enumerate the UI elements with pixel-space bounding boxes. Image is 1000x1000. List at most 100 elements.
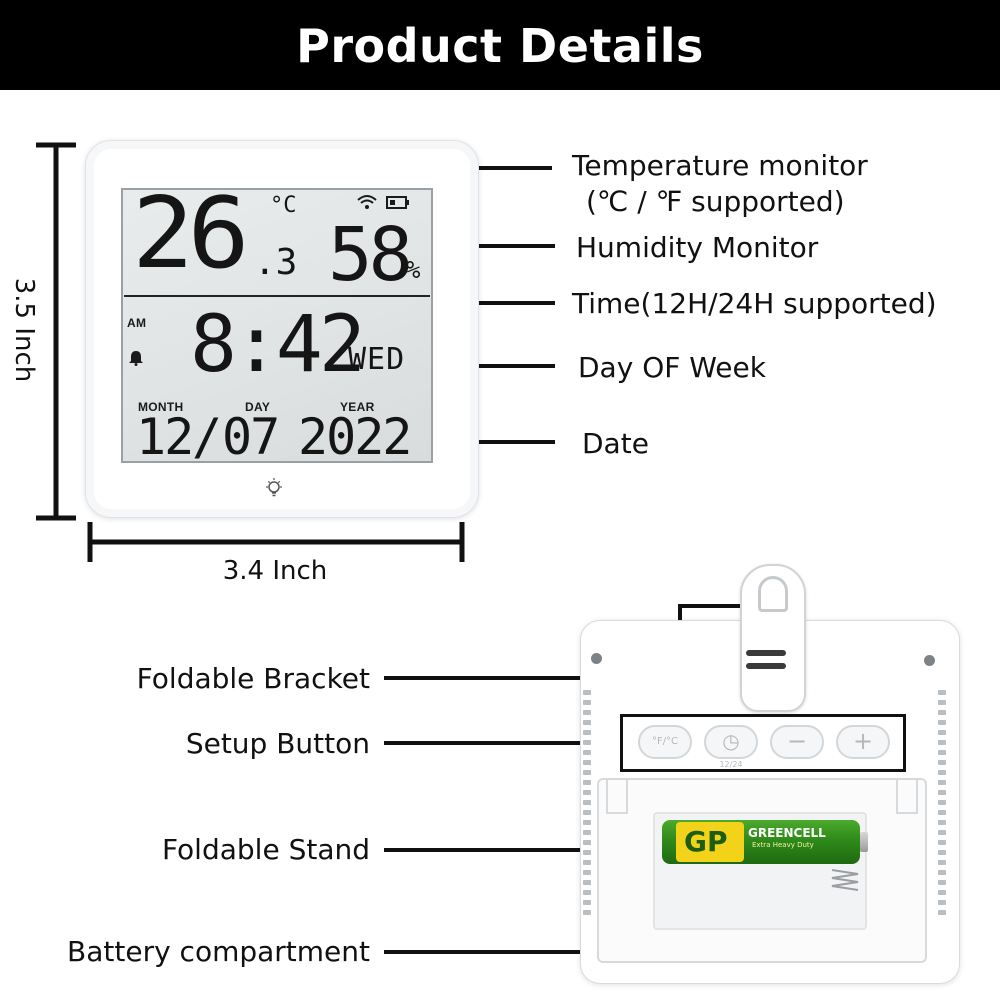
- vent-slot: [583, 720, 591, 725]
- header-banner: [0, 0, 1000, 90]
- vent-slot: [938, 740, 946, 745]
- date-separator: /: [192, 408, 223, 466]
- battery-label-band: [676, 822, 744, 862]
- page-title: Product Details: [296, 19, 704, 73]
- plus-button[interactable]: +: [836, 725, 890, 759]
- vent-slot: [938, 810, 946, 815]
- vent-slot: [938, 890, 946, 895]
- vent-slot: [938, 710, 946, 715]
- vent-slot: [583, 800, 591, 805]
- vent-slot: [938, 720, 946, 725]
- vent-slot: [938, 760, 946, 765]
- screw-hole-left: [591, 653, 602, 664]
- label-foldable-stand: Foldable Stand: [161, 833, 370, 866]
- side-vents-left: [583, 690, 591, 920]
- lcd-divider-top: [124, 295, 430, 297]
- vent-slot: [583, 820, 591, 825]
- vent-slot: [583, 900, 591, 905]
- date-month: 12: [136, 408, 194, 466]
- light-bulb-icon[interactable]: [262, 476, 286, 500]
- lcd-screen: [121, 188, 433, 463]
- minus-button[interactable]: −: [770, 725, 824, 759]
- bracket-slot-1: [746, 650, 786, 656]
- meridiem-indicator: AM: [127, 316, 147, 330]
- vent-slot: [583, 860, 591, 865]
- temperature-unit: °C: [270, 193, 297, 218]
- vent-slot: [583, 700, 591, 705]
- month-label: MONTH: [138, 400, 184, 414]
- battery-brand: GP: [684, 825, 728, 858]
- vent-slot: [938, 800, 946, 805]
- vent-slot: [583, 750, 591, 755]
- year-label: YEAR: [340, 400, 375, 414]
- vent-slot: [583, 760, 591, 765]
- temperature-decimal: .3: [254, 242, 298, 283]
- width-label: 3.4 Inch: [222, 556, 328, 586]
- vent-slot: [583, 870, 591, 875]
- weekday-reading: WED: [348, 342, 406, 377]
- vent-slot: [583, 850, 591, 855]
- label-temperature-note: (℃ / ℉ supported): [586, 185, 845, 218]
- label-time: Time(12H/24H supported): [572, 287, 937, 320]
- height-label: 3.5 Inch: [9, 277, 39, 383]
- vent-slot: [938, 900, 946, 905]
- vent-slot: [583, 790, 591, 795]
- vent-slot: [583, 910, 591, 915]
- label-foldable-bracket: Foldable Bracket: [136, 662, 370, 695]
- vent-slot: [938, 690, 946, 695]
- battery-terminal: [860, 832, 868, 852]
- vent-slot: [583, 730, 591, 735]
- battery-description: Extra Heavy Duty: [752, 841, 814, 849]
- vent-slot: [938, 730, 946, 735]
- temperature-reading: 26: [132, 177, 250, 291]
- vent-slot: [938, 840, 946, 845]
- day-label: DAY: [245, 400, 271, 414]
- vent-slot: [583, 710, 591, 715]
- label-day-of-week: Day OF Week: [578, 351, 766, 384]
- date-day: 07: [222, 408, 280, 466]
- vent-slot: [938, 750, 946, 755]
- date-year: 2022: [298, 408, 412, 466]
- vent-slot: [583, 740, 591, 745]
- time-format-caption: 12/24: [719, 760, 743, 769]
- vent-slot: [938, 780, 946, 785]
- label-humidity-monitor: Humidity Monitor: [576, 231, 819, 264]
- side-vents-right: [938, 690, 946, 920]
- vent-slot: [583, 830, 591, 835]
- vent-slot: [938, 790, 946, 795]
- label-setup-button: Setup Button: [185, 727, 370, 760]
- vent-slot: [583, 780, 591, 785]
- vent-slot: [583, 770, 591, 775]
- vent-slot: [938, 770, 946, 775]
- unit-toggle-button[interactable]: °F/°C: [638, 725, 692, 759]
- vent-slot: [583, 880, 591, 885]
- setup-button-highlight: [620, 714, 906, 772]
- battery-name: GREENCELL: [748, 826, 826, 840]
- humidity-reading: 58: [328, 212, 413, 298]
- time-format-button[interactable]: ◷: [704, 725, 758, 759]
- bell-icon: [129, 351, 143, 366]
- vent-slot: [938, 830, 946, 835]
- vent-slot: [938, 870, 946, 875]
- vent-slot: [938, 910, 946, 915]
- vent-slot: [583, 840, 591, 845]
- wifi-icon: [357, 195, 377, 209]
- vent-slot: [938, 880, 946, 885]
- time-reading: 8:42: [190, 300, 366, 390]
- bracket-hook-hole: [758, 576, 788, 612]
- battery-level-icon: [386, 196, 409, 209]
- label-date: Date: [582, 427, 649, 460]
- label-battery-compartment: Battery compartment: [67, 935, 370, 968]
- vent-slot: [583, 810, 591, 815]
- screw-hole-right: [924, 655, 935, 666]
- stand-hinge-left: [606, 780, 628, 814]
- bracket-slot-2: [746, 663, 786, 669]
- vent-slot: [938, 820, 946, 825]
- vent-slot: [583, 690, 591, 695]
- label-temperature-monitor: Temperature monitor: [572, 149, 868, 182]
- humidity-unit: %: [406, 256, 421, 284]
- vent-slot: [938, 850, 946, 855]
- battery-spring-icon: [831, 869, 859, 891]
- vent-slot: [938, 860, 946, 865]
- vent-slot: [938, 700, 946, 705]
